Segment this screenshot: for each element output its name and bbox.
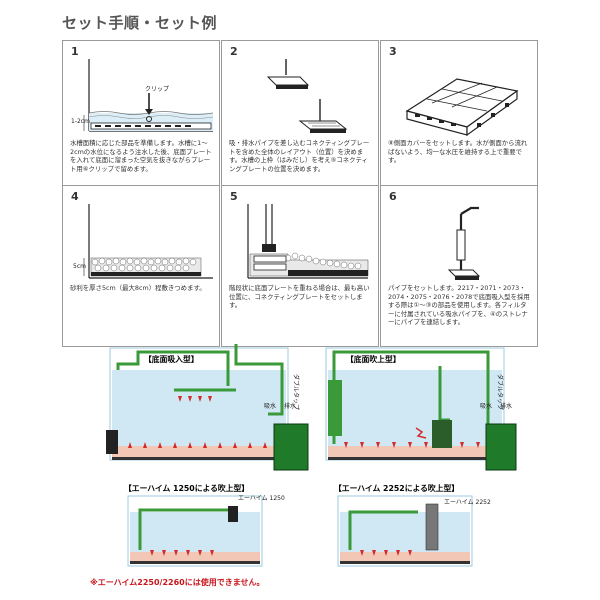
- step-number: 1: [71, 45, 79, 58]
- step-4-text: 砂利を厚さ5cm（最大8cm）程敷きつめます。: [70, 284, 206, 292]
- eheim-2252-label: エーハイム 2252: [444, 499, 491, 506]
- step-6-text: パイプをセットします。2217・2071・2073・2074・2075・2076…: [388, 284, 530, 327]
- clip-label: クリップ: [145, 86, 169, 93]
- step-5-panel: 5 階段状に底面プレートを重ねる場合は、最も高い位置に、コネクティングプレートを…: [221, 185, 379, 347]
- step-2-panel: 2 吸・排水パイプを差し込むコネクティングプレートを含めた全体のレイアウト（位置…: [221, 40, 379, 202]
- step-number: 4: [71, 190, 79, 203]
- step-5-text: 階段状に底面プレートを重ねる場合は、最も高い位置に、コネクティングプレートをセッ…: [229, 284, 370, 310]
- step-3-illustration: [405, 78, 519, 137]
- setup-examples-illustration: 【底面吸入型】 ダブルタップ 吸水 排水 【底面吹上型】 ダブルタップ 吸水 排…: [106, 344, 517, 567]
- page-title: セット手順・セット例: [62, 14, 218, 32]
- intake-suction-label: 吸水: [264, 402, 276, 410]
- step-1-panel: 1 クリップ 1-2cm 水槽面積に応じた部品を準備します。水槽に1〜2cmの水…: [62, 40, 220, 202]
- eheim-1250-label: エーハイム 1250: [238, 495, 285, 502]
- eheim-2252-title: 【エーハイム 2252による吹上型】: [334, 483, 459, 493]
- step-number: 6: [389, 190, 397, 203]
- depth-label: 1-2cm: [71, 118, 90, 125]
- step-3-panel: 3 ⑧側面カバーをセットします。水が側面から流ればないよう、均一な水圧を維持する…: [380, 40, 538, 202]
- exhaust-outlet-label: 排水: [500, 402, 512, 410]
- intake-title: 【底面吸入型】: [144, 354, 199, 364]
- step-6-illustration: [447, 206, 481, 280]
- step-number: 2: [230, 45, 238, 58]
- depth-label: 5cm: [73, 263, 86, 270]
- exhaust-title: 【底面吹上型】: [346, 354, 401, 364]
- footer-note: ※エーハイム2250/2260には使用できません。: [90, 578, 265, 587]
- step-1-illustration: クリップ 1-2cm: [71, 59, 213, 132]
- step-number: 3: [389, 45, 397, 58]
- exhaust-double-tap-label: ダブルタップ: [496, 374, 504, 410]
- step-1-text: 水槽面積に応じた部品を準備します。水槽に1〜2cmの水位になるよう注水した後、底…: [70, 139, 212, 173]
- exhaust-suction-label: 吸水: [480, 402, 492, 410]
- eheim-1250-title: 【エーハイム 1250による吹上型】: [124, 483, 249, 493]
- step-4-panel: 4 5cm 砂利を厚さ5cm（最大8cm）程敷きつめます。: [62, 185, 220, 347]
- step-4-illustration: 5cm: [73, 204, 213, 279]
- intake-outlet-label: 排水: [284, 402, 296, 410]
- intake-double-tap-label: ダブルタップ: [292, 374, 300, 410]
- step-number: 5: [230, 190, 238, 203]
- step-5-illustration: [247, 204, 369, 279]
- step-2-text: 吸・排水パイプを差し込むコネクティングプレートを含めた全体のレイアウト（位置）を…: [229, 139, 370, 173]
- step-2-illustration: [266, 59, 348, 133]
- step-3-text: ⑧側面カバーをセットします。水が側面から流ればないよう、均一な水圧を維持する上で…: [388, 139, 528, 165]
- step-6-panel: 6 パイプをセットします。2217・2071・2073・2074・2075・20…: [380, 185, 538, 347]
- setup-examples: 【底面吸入型】 ダブルタップ 吸水 排水 【底面吹上型】 ダブルタップ 吸水 排…: [88, 340, 518, 590]
